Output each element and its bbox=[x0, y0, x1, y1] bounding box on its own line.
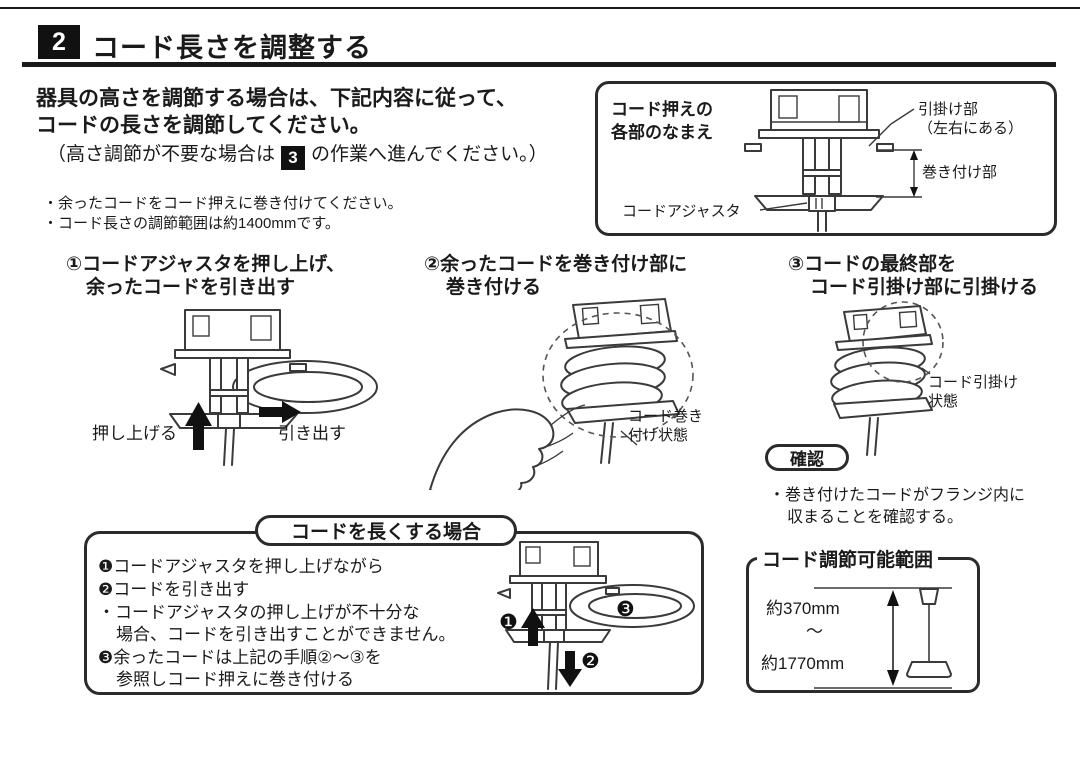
confirm-line-2: 収まることを確認する。 bbox=[787, 509, 964, 526]
cord-hooked-state-label-1: コード引掛け bbox=[928, 374, 1019, 391]
step3-title-2: コード引掛け部に引掛ける bbox=[810, 277, 1039, 298]
lengthen-item-2: ❷コードを引き出す bbox=[98, 580, 250, 599]
hook-part-label-2: （左右にある） bbox=[918, 120, 1024, 137]
parts-name-box: コード押えの 各部のなまえ 引掛け部 （左右にある） 巻き付け部 コードアジャス… bbox=[595, 81, 1057, 236]
range-diagram bbox=[814, 587, 952, 689]
cord-holder-parts-diagram bbox=[744, 89, 922, 232]
range-max-label: 約1770mm bbox=[761, 654, 845, 673]
lengthen-item-3b: 参照しコード押えに巻き付ける bbox=[116, 670, 354, 689]
bullet-1: ・余ったコードをコード押えに巻き付けてください。 bbox=[43, 195, 403, 212]
intro-line-1: 器具の高さを調節する場合は、下記内容に従って、 bbox=[36, 87, 517, 110]
lengthen-item-3a: ❸余ったコードは上記の手順②～③を bbox=[98, 648, 382, 667]
confirm-line-1: ・巻き付けたコードがフランジ内に bbox=[769, 487, 1026, 504]
step1-illustration bbox=[160, 309, 378, 466]
winding-part-label: 巻き付け部 bbox=[922, 164, 998, 181]
range-tilde: ～ bbox=[806, 622, 823, 641]
skip-note-post: の作業へ進んでください。） bbox=[311, 144, 548, 165]
step2-title-2: 巻き付ける bbox=[446, 277, 542, 298]
section-underline bbox=[22, 62, 1056, 67]
step2-illustration bbox=[429, 298, 694, 490]
section-number: 2 bbox=[38, 25, 80, 59]
intro-line-2: コードの長さを調節してください。 bbox=[36, 114, 371, 137]
step2-title-1: ②余ったコードを巻き付け部に bbox=[424, 254, 688, 275]
bullet-2: ・コード長さの調節範囲は約1400mmです。 bbox=[43, 215, 340, 232]
lengthen-item-1: ❶コードアジャスタを押し上げながら bbox=[98, 557, 384, 576]
parts-box-title-2: 各部のなまえ bbox=[611, 123, 713, 142]
lengthen-marker-3: ❸ bbox=[616, 598, 635, 621]
step-3-badge: 3 bbox=[281, 146, 306, 170]
skip-note-pre: （高さ調節が不要な場合は bbox=[47, 144, 276, 165]
confirm-badge: 確認 bbox=[765, 444, 849, 471]
step1-title-1: ①コードアジャスタを押し上げ、 bbox=[66, 254, 346, 275]
step3-illustration bbox=[830, 301, 944, 456]
cord-wound-state-label-1: コード巻き bbox=[628, 408, 704, 425]
lengthen-illustration bbox=[497, 541, 695, 690]
lengthen-cord-title: コードを長くする場合 bbox=[255, 515, 517, 546]
hook-part-label-1: 引掛け部 bbox=[918, 101, 979, 118]
lengthen-note-1: ・コードアジャスタの押し上げが不十分な bbox=[98, 603, 420, 622]
cord-adjuster-label: コードアジャスタ bbox=[622, 203, 741, 220]
cord-hooked-state-label-2: 状態 bbox=[928, 393, 959, 410]
step1-title-2: 余ったコードを引き出す bbox=[86, 277, 296, 298]
lengthen-marker-1: ❶ bbox=[499, 611, 518, 634]
step3-title-1: ③コードの最終部を bbox=[788, 254, 957, 275]
cord-wound-state-label-2: 付け状態 bbox=[628, 427, 689, 444]
push-up-label: 押し上げる bbox=[92, 424, 177, 443]
cord-range-title: コード調節可能範囲 bbox=[757, 545, 939, 572]
top-rule bbox=[0, 7, 1080, 9]
lengthen-note-2: 場合、コードを引き出すことができません。 bbox=[116, 625, 456, 644]
lengthen-marker-2: ❷ bbox=[581, 650, 600, 673]
section-title: コード長さを調整する bbox=[92, 33, 372, 63]
pull-out-label: 引き出す bbox=[278, 424, 346, 443]
range-min-label: 約370mm bbox=[766, 599, 840, 618]
parts-box-title-1: コード押えの bbox=[611, 100, 713, 119]
